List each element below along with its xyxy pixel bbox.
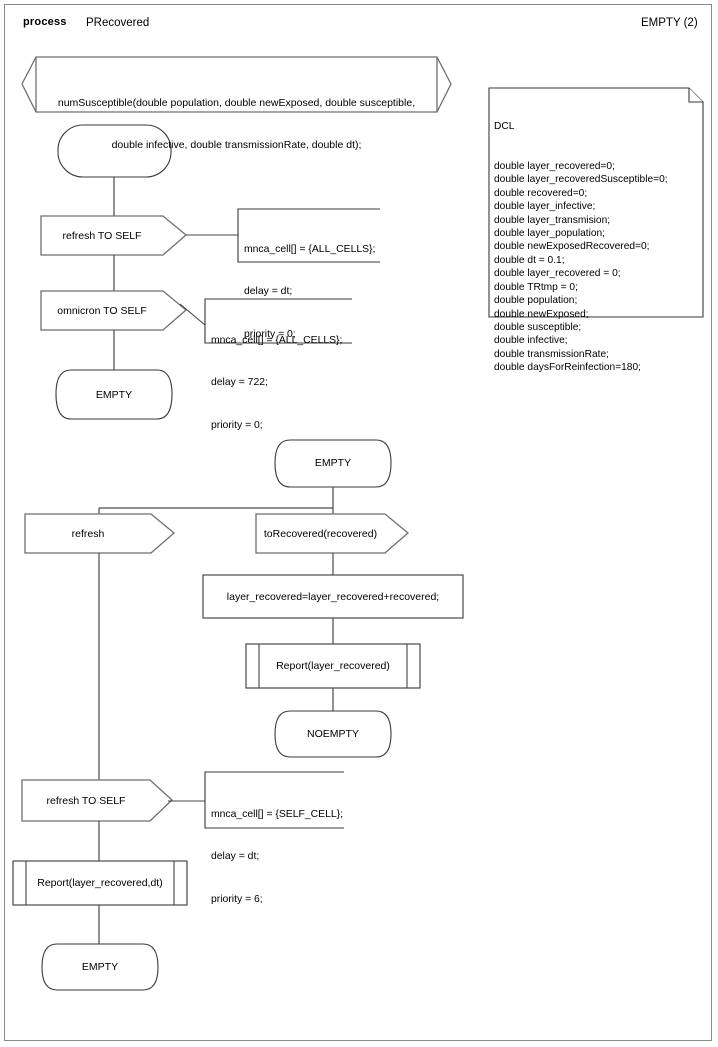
comment-refresh-top-line-1: mnca_cell[] = {ALL_CELLS}; bbox=[244, 243, 376, 255]
dcl-declaration-line: double layer_recovered=0; bbox=[494, 161, 615, 173]
dcl-declaration-line: double layer_transmision; bbox=[494, 214, 611, 226]
comment-refresh-bottom-line-3: priority = 6; bbox=[211, 894, 263, 906]
dcl-declaration-line: double newExposed; bbox=[494, 308, 589, 320]
comment-text-omnicron: mnca_cell[] = {ALL_CELLS}; delay = 722; … bbox=[211, 305, 342, 462]
dcl-declaration-line: double layer_infective; bbox=[494, 201, 596, 213]
procedure-declaration-symbol bbox=[21, 56, 452, 113]
task-symbol-layer-recovered bbox=[202, 574, 464, 619]
comment-box-refresh-bottom bbox=[204, 771, 344, 829]
procedure-call-label-report-2: Report(layer_recovered,dt) bbox=[37, 877, 163, 889]
page-frame bbox=[4, 4, 712, 1041]
task-label-layer-recovered: layer_recovered=layer_recovered+recovere… bbox=[226, 591, 440, 603]
procedure-call-report-layer-recovered bbox=[245, 643, 421, 689]
comment-omnicron-line-1: mnca_cell[] = {ALL_CELLS}; bbox=[211, 334, 343, 346]
procedure-declaration-text: numSusceptible(double population, double… bbox=[40, 68, 433, 180]
dcl-declaration-line: double TRtmp = 0; bbox=[494, 281, 578, 293]
dcl-declaration-line: double infective; bbox=[494, 335, 568, 347]
dcl-declaration-line: double recovered=0; bbox=[494, 187, 588, 199]
input-label-torecovered: toRecovered(recovered) bbox=[263, 528, 378, 540]
input-symbol-torecovered bbox=[255, 513, 410, 554]
dcl-declaration-line: double dt = 0.1; bbox=[494, 254, 565, 266]
page-title: PRecovered bbox=[86, 17, 150, 29]
output-symbol-refresh-to-self-bottom bbox=[21, 779, 173, 822]
output-label-omnicron-to-self: omnicron TO SELF bbox=[57, 305, 147, 317]
comment-refresh-top-line-3: priority = 0; bbox=[244, 329, 296, 341]
comment-text-refresh-top: mnca_cell[] = {ALL_CELLS}; delay = dt; p… bbox=[244, 214, 375, 371]
dcl-declaration-line: double susceptible; bbox=[494, 321, 582, 333]
procedure-declaration-line-1: numSusceptible(double population, double… bbox=[57, 97, 416, 109]
dcl-declaration-list: double layer_recovered=0;double layer_re… bbox=[494, 160, 694, 375]
dcl-declaration-line: double layer_recoveredSusceptible=0; bbox=[494, 174, 668, 186]
procedure-declaration-line-2: double infective, double transmissionRat… bbox=[111, 139, 362, 151]
procedure-call-report-layer-recovered-dt bbox=[12, 860, 188, 906]
dcl-declaration-line: double daysForReinfection=180; bbox=[494, 362, 641, 374]
process-keyword: process bbox=[23, 16, 67, 28]
dcl-declaration-line: double population; bbox=[494, 295, 578, 307]
state-symbol-empty-3 bbox=[41, 943, 159, 991]
state-label-empty-1: EMPTY bbox=[95, 389, 133, 401]
dcl-declaration-line: double newExposedRecovered=0; bbox=[494, 241, 650, 253]
state-symbol-empty-1 bbox=[55, 369, 173, 420]
output-symbol-omnicron-to-self bbox=[40, 290, 188, 331]
comment-box-refresh-top bbox=[237, 208, 380, 263]
input-label-refresh: refresh bbox=[71, 528, 105, 540]
dcl-declaration-line: double transmissionRate; bbox=[494, 348, 609, 360]
comment-box-omnicron bbox=[204, 298, 352, 344]
state-symbol-empty-2 bbox=[274, 439, 392, 488]
dcl-title: DCL bbox=[494, 120, 515, 132]
dcl-block-text: DCL double layer_recovered=0;double laye… bbox=[494, 93, 694, 401]
state-label-empty-2: EMPTY bbox=[314, 457, 352, 469]
page-number-label: EMPTY (2) bbox=[641, 17, 698, 29]
comment-omnicron-line-3: priority = 0; bbox=[211, 420, 263, 432]
state-symbol-noempty bbox=[274, 710, 392, 758]
state-label-empty-3: EMPTY bbox=[81, 961, 119, 973]
comment-refresh-top-line-2: delay = dt; bbox=[244, 286, 293, 298]
dcl-declaration-line: double layer_recovered = 0; bbox=[494, 268, 621, 280]
dcl-note-symbol bbox=[488, 87, 704, 318]
procedure-call-label-report-1: Report(layer_recovered) bbox=[276, 660, 390, 672]
dcl-declaration-line: double layer_population; bbox=[494, 228, 606, 240]
comment-refresh-bottom-line-2: delay = dt; bbox=[211, 851, 260, 863]
output-label-refresh-to-self-top: refresh TO SELF bbox=[62, 230, 142, 242]
comment-refresh-bottom-line-1: mnca_cell[] = {SELF_CELL}; bbox=[211, 808, 343, 820]
input-symbol-refresh bbox=[24, 513, 176, 554]
comment-text-refresh-bottom: mnca_cell[] = {SELF_CELL}; delay = dt; p… bbox=[211, 779, 343, 936]
comment-omnicron-line-2: delay = 722; bbox=[211, 377, 268, 389]
output-symbol-refresh-to-self-top bbox=[40, 215, 188, 256]
state-label-noempty: NOEMPTY bbox=[307, 728, 359, 740]
output-label-refresh-to-self-bottom: refresh TO SELF bbox=[46, 795, 126, 807]
